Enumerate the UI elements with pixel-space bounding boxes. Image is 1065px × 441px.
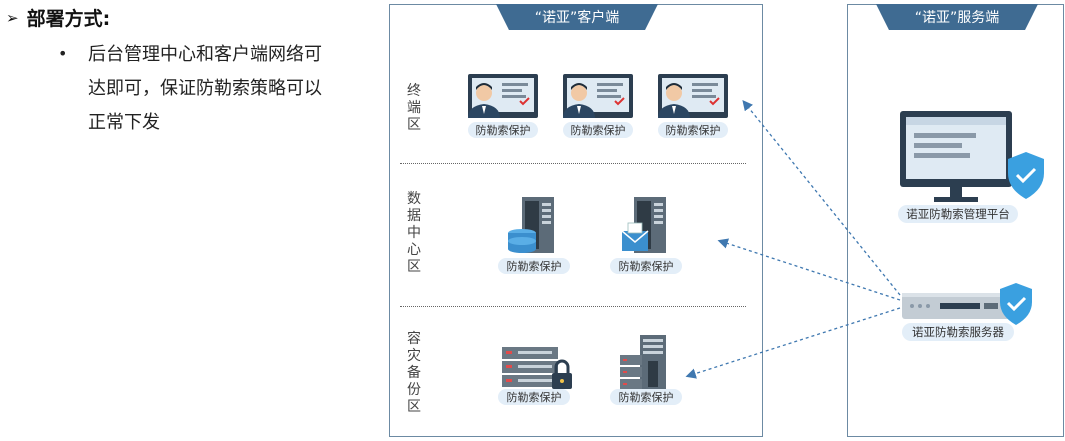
zone-divider <box>400 306 746 307</box>
protection-badge: 防勒索保护 <box>468 122 538 138</box>
protection-badge: 防勒索保护 <box>658 122 728 138</box>
user-computer-icon <box>658 74 728 118</box>
ransomware-server <box>900 281 1050 331</box>
terminal-pc-1: 防勒索保护 <box>462 71 542 138</box>
locked-storage-icon <box>502 347 572 389</box>
server-panel: “诺亚”服务端 诺亚防勒索管理平台 诺亚防勒索服务器 <box>847 4 1064 437</box>
protection-badge: 防勒索保护 <box>498 389 570 405</box>
protection-badge: 防勒索保护 <box>563 122 633 138</box>
client-panel-title: “诺亚”客户端 <box>496 4 658 30</box>
management-platform <box>894 109 1044 209</box>
server-label: 诺亚防勒索服务器 <box>902 323 1014 341</box>
zone-label-terminal: 终端区 <box>407 83 421 133</box>
datacenter-db-server: 防勒索保护 <box>494 195 574 275</box>
server-panel-title: “诺亚”服务端 <box>876 4 1038 30</box>
zone-label-backup: 容灾备份区 <box>407 331 421 415</box>
zone-divider <box>400 163 746 164</box>
backup-server: 防勒索保护 <box>606 333 686 413</box>
bullet-dot-icon: • <box>58 44 68 63</box>
user-computer-icon <box>468 74 538 118</box>
arrow-bullet-icon: ➢ <box>6 8 19 27</box>
heading-text: 部署方式: <box>26 8 111 30</box>
bullet-text: 后台管理中心和客户端网络可达即可，保证防勒索策略可以正常下发 <box>88 44 322 133</box>
monitor-shield-icon <box>900 111 1044 202</box>
datacenter-mail-server: 防勒索保护 <box>606 195 686 275</box>
section-heading: ➢ 部署方式: <box>6 4 110 31</box>
client-panel: “诺亚”客户端 终端区 数据中心区 容灾备份区 防勒索保护 <box>389 4 763 437</box>
terminal-pc-3: 防勒索保护 <box>652 71 732 138</box>
protection-badge: 防勒索保护 <box>498 258 570 274</box>
user-computer-icon <box>563 74 633 118</box>
protection-badge: 防勒索保护 <box>610 389 682 405</box>
zone-label-datacenter: 数据中心区 <box>407 191 421 275</box>
mail-server-icon <box>621 197 666 253</box>
backup-storage: 防勒索保护 <box>494 337 574 413</box>
terminal-pc-2: 防勒索保护 <box>557 71 637 138</box>
protection-badge: 防勒索保护 <box>610 258 682 274</box>
rack-server-shield-icon <box>902 283 1032 325</box>
database-server-icon <box>508 197 554 253</box>
platform-label: 诺亚防勒索管理平台 <box>898 205 1018 223</box>
server-tower-icon <box>620 335 666 389</box>
